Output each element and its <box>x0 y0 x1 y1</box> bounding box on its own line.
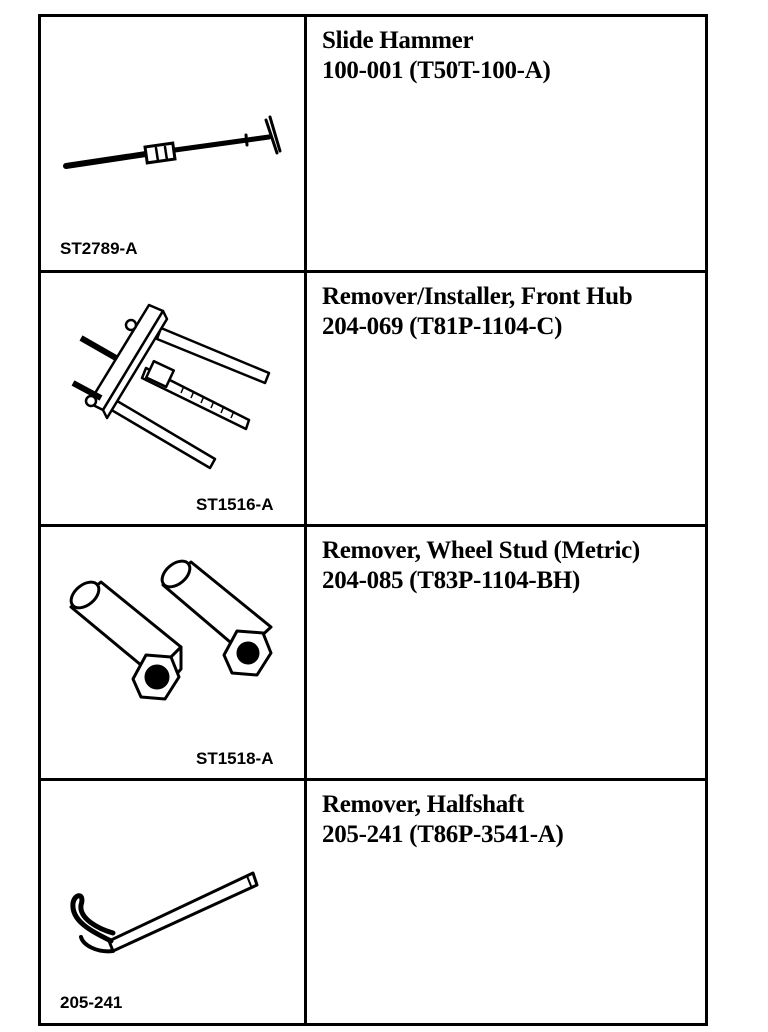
tool-part-number: 204-085 (T83P-1104-BH) <box>322 567 580 594</box>
tool-row: ST2789-A Slide Hammer 100-001 (T50T-100-… <box>41 17 705 270</box>
tool-part-number: 205-241 (T86P-3541-A) <box>322 821 564 848</box>
tool-figure-code: ST1518-A <box>196 749 274 768</box>
slide-hammer-icon <box>63 115 282 169</box>
tool-title: Remover/Installer, Front Hub <box>322 283 633 310</box>
tool-part-number: 204-069 (T81P-1104-C) <box>322 313 563 340</box>
tool-part-number: 100-001 (T50T-100-A) <box>322 57 551 84</box>
tool-description-cell: Remover, Halfshaft 205-241 (T86P-3541-A) <box>310 781 705 1023</box>
tool-figure-code: ST2789-A <box>60 239 138 258</box>
tool-illustration-cell: ST1518-A <box>41 527 307 778</box>
tool-row: ST1516-A Remover/Installer, Front Hub 20… <box>41 270 705 524</box>
tool-title: Slide Hammer <box>322 27 474 54</box>
tool-description-cell: Remover, Wheel Stud (Metric) 204-085 (T8… <box>310 527 705 778</box>
tool-row: ST1518-A Remover, Wheel Stud (Metric) 20… <box>41 524 705 778</box>
tool-description-cell: Remover/Installer, Front Hub 204-069 (T8… <box>310 273 705 524</box>
tool-title: Remover, Wheel Stud (Metric) <box>322 537 640 564</box>
tool-figure-code: 205-241 <box>60 993 123 1012</box>
tool-illustration-cell: ST2789-A <box>41 17 307 270</box>
tool-row: 205-241 Remover, Halfshaft 205-241 (T86P… <box>41 778 705 1023</box>
hex-adapters-icon <box>69 559 273 701</box>
tool-illustration-cell: ST1516-A <box>41 273 307 524</box>
halfshaft-hook-icon <box>70 871 259 954</box>
tool-figure-code: ST1516-A <box>196 495 274 514</box>
tool-illustration-cell: 205-241 <box>41 781 307 1023</box>
hub-puller-icon <box>71 303 271 470</box>
tool-description-cell: Slide Hammer 100-001 (T50T-100-A) <box>310 17 705 270</box>
special-tools-table: ST2789-A Slide Hammer 100-001 (T50T-100-… <box>38 14 708 1026</box>
tool-title: Remover, Halfshaft <box>322 791 524 818</box>
